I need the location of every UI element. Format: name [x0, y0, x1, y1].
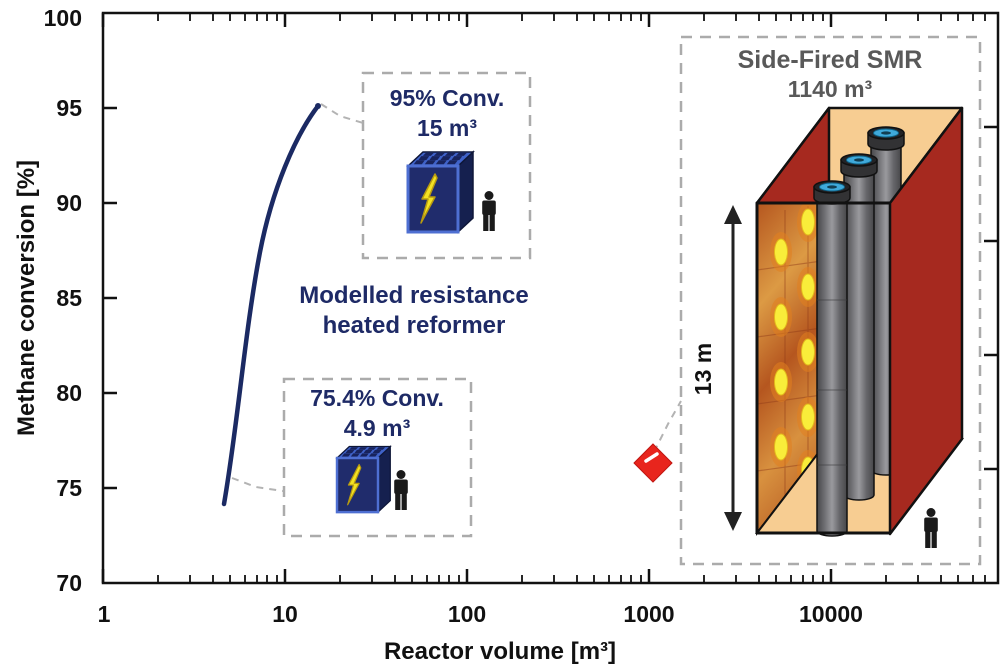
- smr-panel-border: [679, 35, 982, 566]
- callout-75-box: [282, 377, 473, 538]
- x-axis-title: Reactor volume [m³]: [384, 638, 616, 665]
- curve-endpoint-marker: [315, 103, 321, 109]
- x-tick-label: 1: [98, 601, 111, 627]
- x-tick-label: 10000: [799, 601, 863, 627]
- smr-height-label: 13 m: [690, 343, 716, 395]
- modelled-label-line2: heated reformer: [323, 312, 506, 339]
- furnace-illustration: [724, 106, 965, 537]
- connector-smr: [653, 400, 682, 453]
- x-tick-label: 100: [448, 601, 486, 627]
- connector-75: [231, 477, 284, 492]
- person-icon: [482, 191, 496, 231]
- conversion-curve: [221, 103, 321, 507]
- furnace-right-wall: [888, 106, 964, 536]
- y-tick-label: 75: [56, 475, 82, 501]
- smr-datapoint-diamond: [633, 443, 673, 483]
- x-tick-label: 1000: [623, 601, 674, 627]
- y-axis-title: Methane conversion [%]: [13, 160, 40, 436]
- callout-75-line2: 4.9 m³: [344, 415, 411, 441]
- callout-95-box: [361, 71, 532, 260]
- burner-flame-icon: [770, 203, 819, 490]
- callout-95-line1: 95% Conv.: [390, 85, 505, 111]
- y-tick-label: 95: [56, 95, 82, 121]
- y-axis-major-ticks: [103, 106, 117, 490]
- furnace-front-edges: [755, 201, 890, 535]
- connector-95: [320, 103, 364, 124]
- flame-wall-gridlines: [757, 206, 829, 496]
- y-tick-label: 70: [56, 570, 82, 596]
- x-tick-label: 10: [272, 601, 298, 627]
- electric-reformer-box-icon-75: [335, 445, 392, 514]
- smr-panel-volume: 1140 m³: [788, 76, 873, 102]
- callout-75-line1: 75.4% Conv.: [310, 385, 444, 411]
- x-axis-minor-ticks: [157, 13, 986, 583]
- electric-reformer-box-icon-95: [406, 150, 475, 234]
- smr-panel-title: Side-Fired SMR: [738, 46, 923, 74]
- reformer-tube-icon-front: [813, 180, 851, 537]
- person-icon: [394, 470, 408, 510]
- person-icon: [924, 508, 938, 548]
- height-dimension-arrow: [724, 205, 742, 531]
- y-axis-right-ticks: [984, 125, 998, 471]
- callout-95-line2: 15 m³: [417, 115, 477, 141]
- modelled-label-line1: Modelled resistance: [299, 282, 528, 309]
- y-tick-label: 85: [56, 285, 82, 311]
- y-tick-label: 100: [44, 5, 82, 31]
- y-tick-label: 80: [56, 380, 82, 406]
- y-tick-label: 90: [56, 190, 82, 216]
- x-axis-major-ticks: [101, 13, 833, 583]
